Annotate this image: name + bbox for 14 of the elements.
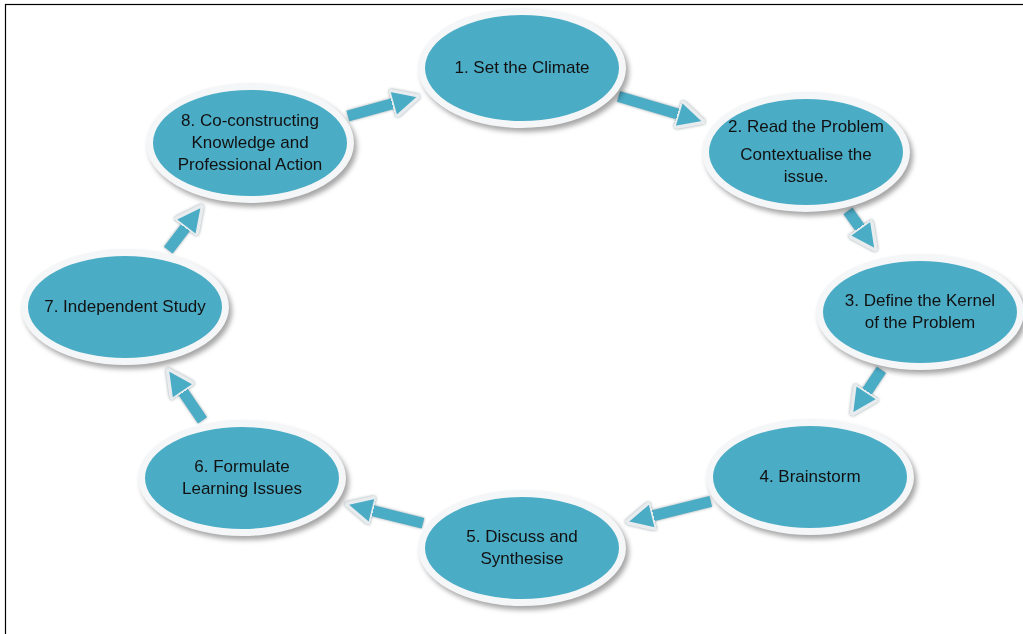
step-label: 5. Discuss and Synthesise	[465, 526, 579, 570]
arrow	[343, 495, 425, 529]
step-description: Contextualise the issue.	[739, 144, 873, 188]
arrow	[623, 496, 713, 532]
step-label: 2. Read the Problem	[728, 116, 884, 138]
process-ellipse	[418, 8, 626, 128]
step-label: 6. Formulate Learning Issues	[181, 456, 303, 500]
step-label: 4. Brainstorm	[759, 466, 861, 488]
step-label: 3. Define the Kernel of the Problem	[843, 290, 997, 334]
arrow	[346, 88, 422, 122]
arrow	[617, 91, 707, 130]
step-label: 7. Independent Study	[44, 296, 206, 318]
step-label: 1. Set the Climate	[454, 57, 590, 79]
step-label: 8. Co-constructing Knowledge and Professional Action	[176, 110, 324, 176]
